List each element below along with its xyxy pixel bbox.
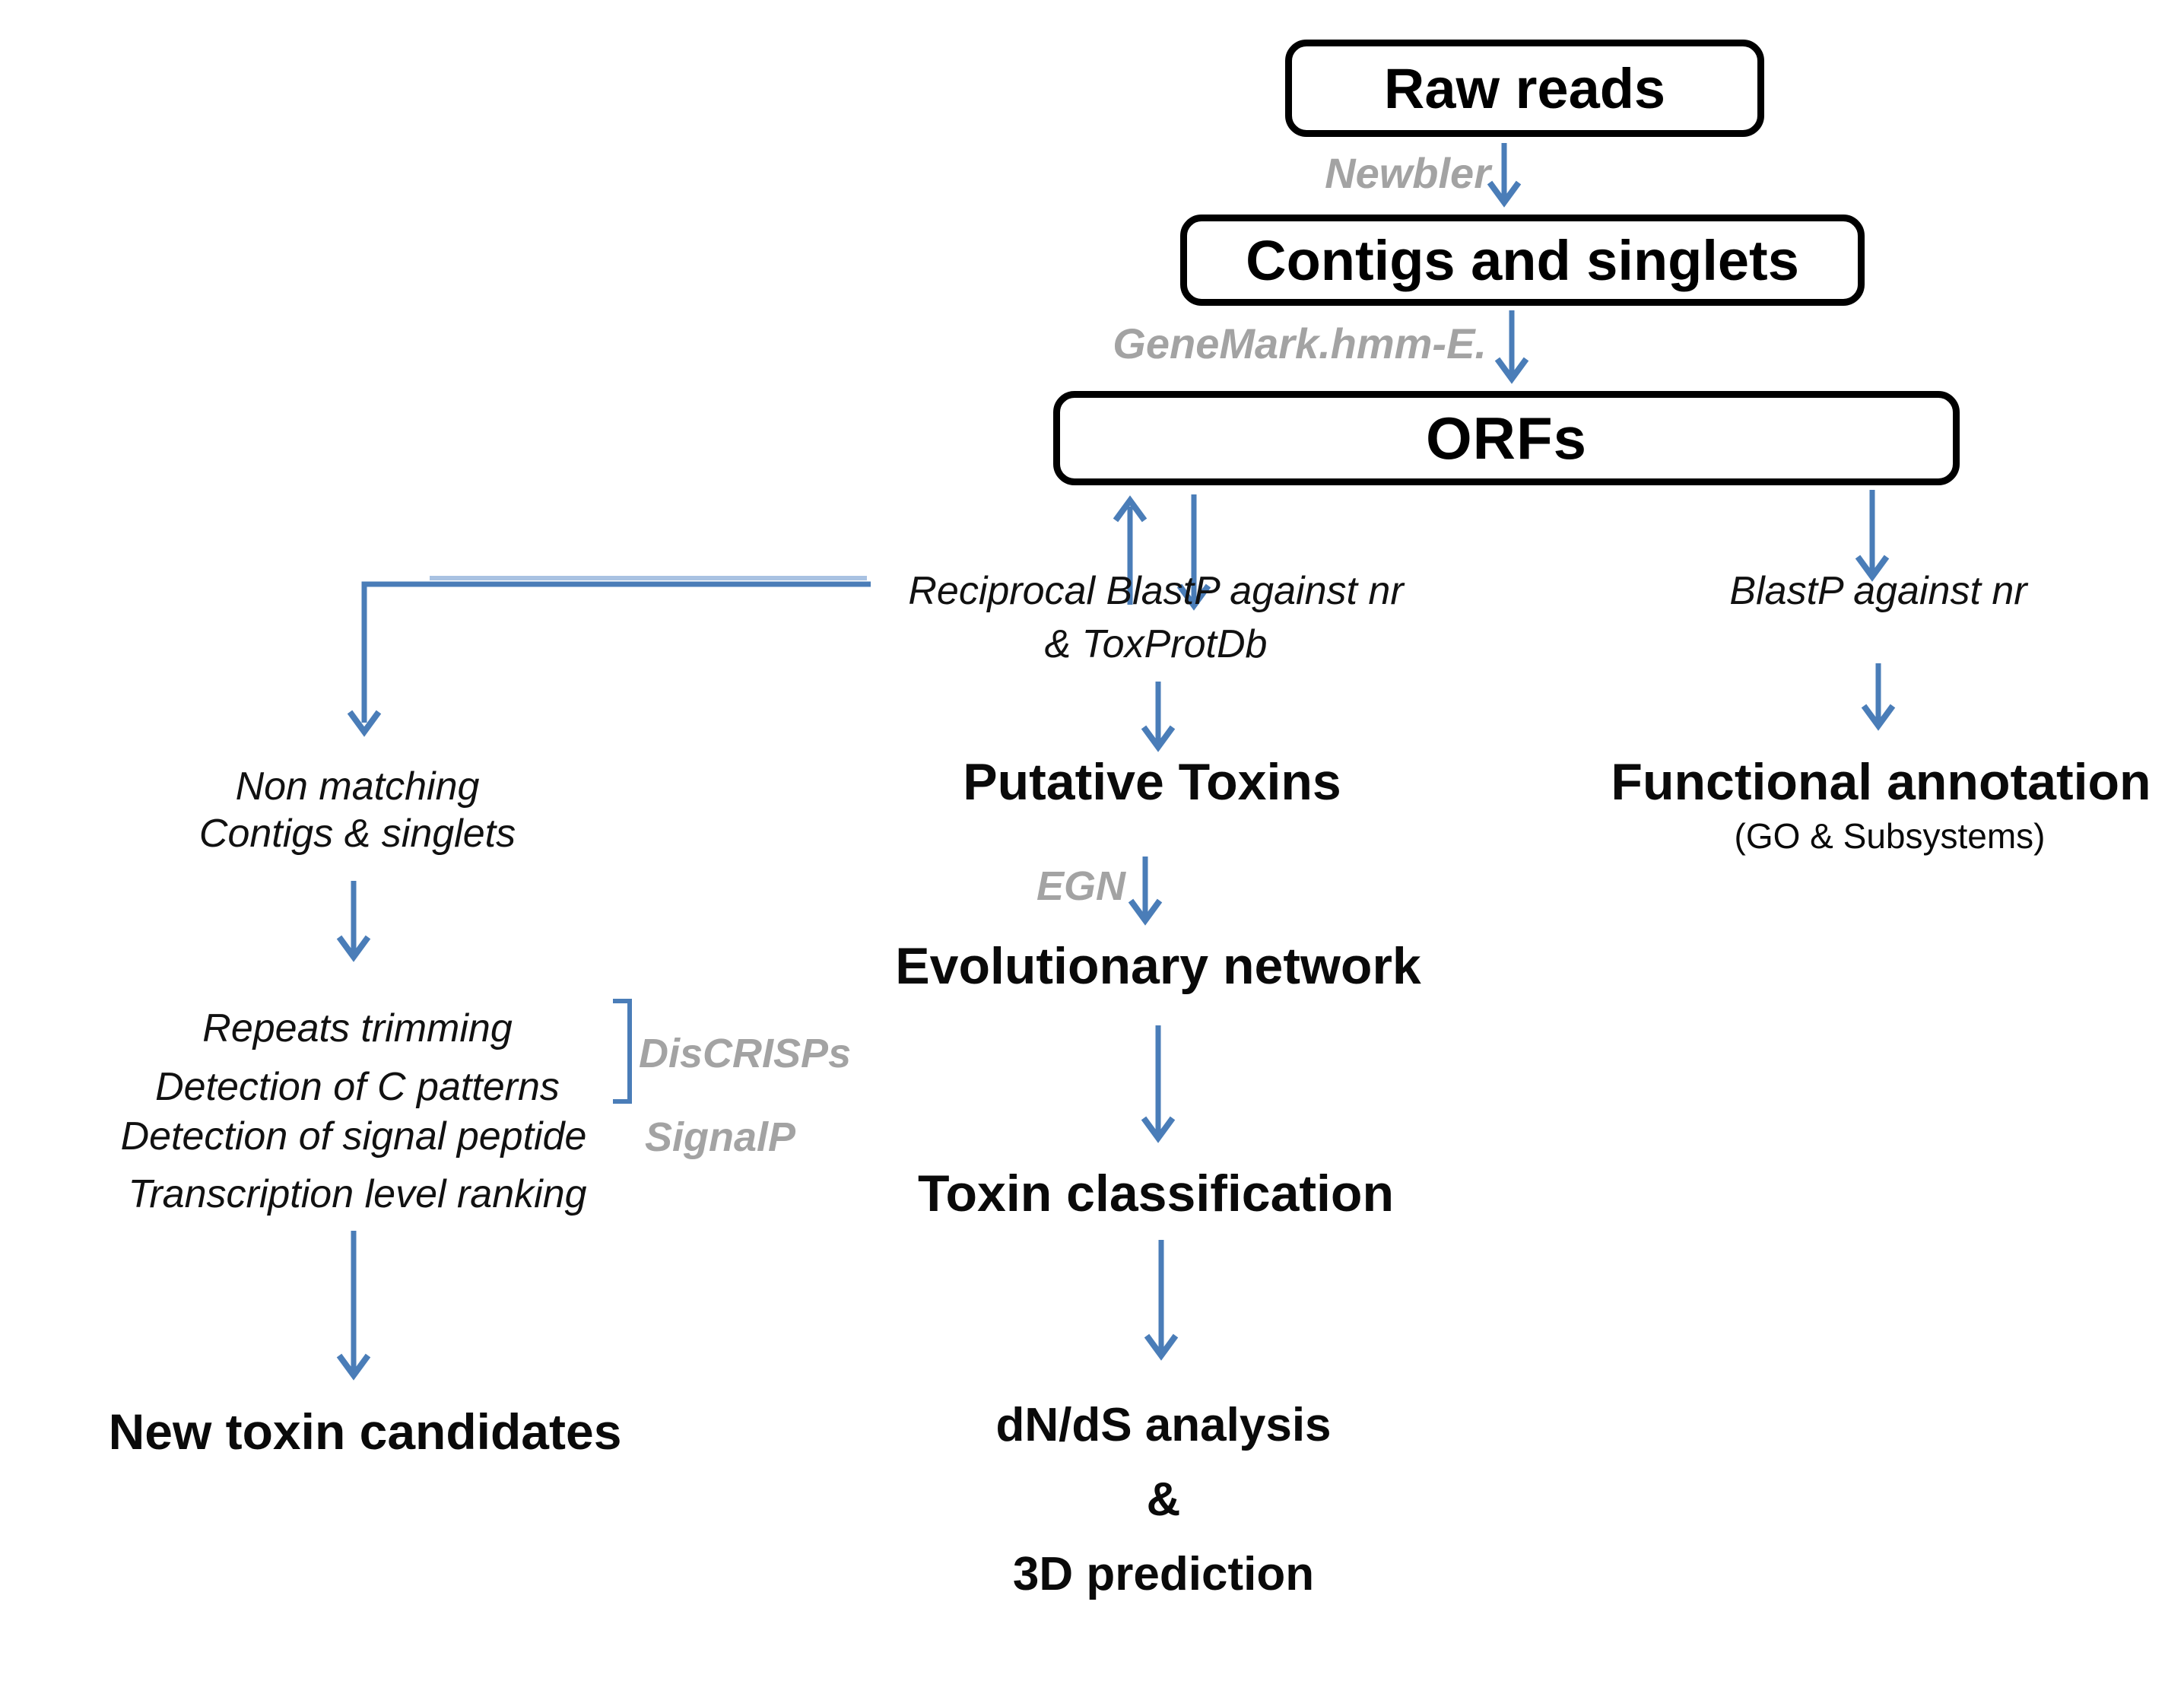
reciprocal-line2: & ToxProtDb xyxy=(1044,622,1268,666)
arrow-orfs-reciprocal-up xyxy=(1113,495,1148,605)
tool-newbler: Newbler xyxy=(1325,149,1490,197)
arrow-orfs-reciprocal-down xyxy=(1176,494,1211,611)
node-raw-reads: Raw reads xyxy=(1285,40,1764,137)
node-evolutionary-network: Evolutionary network xyxy=(895,937,1421,995)
arrow-classification-to-dnds xyxy=(1144,1240,1179,1361)
tool-genemark: GeneMark.hmm-E. xyxy=(1113,319,1487,367)
arrow-putative-to-network xyxy=(1128,857,1163,926)
tool-egn: EGN xyxy=(1036,863,1125,909)
node-new-toxin-candidates: New toxin candidates xyxy=(108,1403,622,1460)
label-go-subsystems: (GO & Subsystems) xyxy=(1734,816,2046,856)
label-repeats-cpatterns: Repeats trimming Detection of C patterns xyxy=(84,1000,631,1117)
arrow-network-to-classification xyxy=(1141,1025,1176,1143)
node-nonmatching: Non matching Contigs & singlets xyxy=(99,763,616,857)
node-orfs: ORFs xyxy=(1053,391,1960,485)
label-blastp-nr: BlastP against nr xyxy=(1729,569,2027,613)
arrow-filters-to-newtoxins xyxy=(336,1231,371,1381)
dnds-line3: 3D prediction xyxy=(1012,1548,1315,1600)
tool-discrisps: DisCRISPs xyxy=(639,1031,852,1076)
arrow-contigs-to-orfs xyxy=(1494,310,1529,384)
label-transcription-ranking: Transcription level ranking xyxy=(128,1172,587,1216)
node-functional-annotation: Functional annotation xyxy=(1611,753,2151,811)
raw-reads-label: Raw reads xyxy=(1383,56,1666,120)
repeats-trimming: Repeats trimming xyxy=(202,1006,513,1050)
bracket-discrisps xyxy=(613,999,632,1104)
dnds-line1: dN/dS analysis xyxy=(995,1399,1332,1451)
nonmatching-line1: Non matching xyxy=(235,764,480,809)
orfs-label: ORFs xyxy=(1425,404,1588,472)
node-contigs-singlets: Contigs and singlets xyxy=(1180,215,1865,306)
arrow-reciprocal-to-putative xyxy=(1141,682,1176,752)
contigs-singlets-label: Contigs and singlets xyxy=(1246,228,1799,292)
node-toxin-classification: Toxin classification xyxy=(917,1165,1394,1222)
arrow-blastp-to-functional xyxy=(1861,663,1896,731)
detection-c-patterns: Detection of C patterns xyxy=(155,1065,560,1109)
nonmatching-line2: Contigs & singlets xyxy=(198,812,516,856)
node-putative-toxins: Putative Toxins xyxy=(963,753,1341,811)
label-signal-peptide: Detection of signal peptide xyxy=(120,1114,587,1158)
node-dnds-3d: dN/dS analysis & 3D prediction xyxy=(886,1388,1441,1612)
tool-signalp: SignalP xyxy=(645,1114,796,1160)
reciprocal-line1: Reciprocal BlastP against nr xyxy=(908,569,1404,613)
dnds-line2: & xyxy=(1146,1473,1181,1526)
connector-reciprocal-to-nonmatching xyxy=(347,576,871,737)
label-reciprocal-blastp: Reciprocal BlastP against nr & ToxProtDb xyxy=(848,564,1464,671)
arrow-orfs-to-blastp xyxy=(1855,490,1890,582)
arrow-nonmatching-to-filters xyxy=(336,881,371,962)
arrow-rawreads-to-contigs xyxy=(1487,143,1522,208)
